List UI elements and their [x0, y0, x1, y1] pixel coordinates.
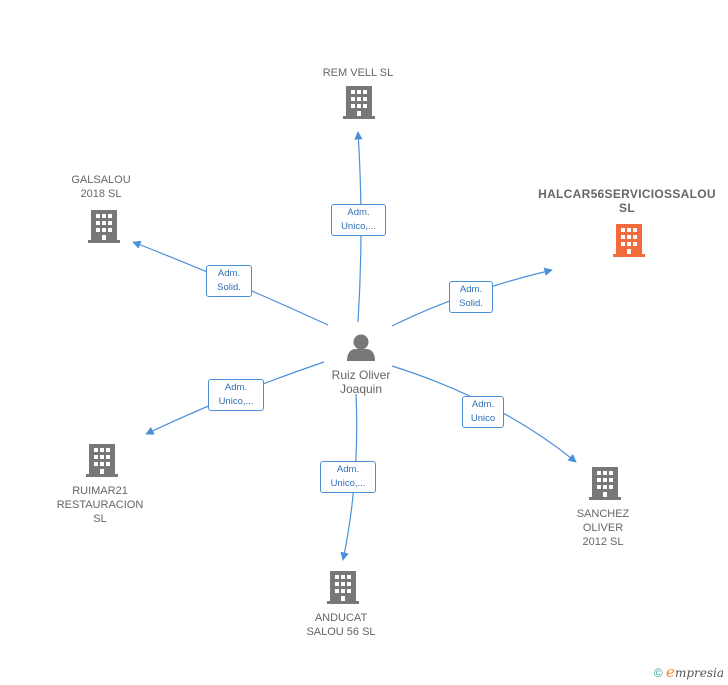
company-label-rem-vell[interactable]: REM VELL SL [322, 67, 394, 79]
building-icon[interactable] [613, 224, 645, 257]
relation-label-rem-vell[interactable]: Adm. Unico,... [331, 204, 386, 236]
copyright-credit[interactable]: © empresia [654, 663, 724, 681]
relation-label-anducat[interactable]: Adm. Unico,... [320, 461, 376, 493]
person-name[interactable]: Ruiz Oliver Joaquin [311, 368, 411, 396]
copyright-symbol: © [653, 666, 663, 680]
brand-logo: empresia [666, 663, 724, 681]
company-label-sanchez[interactable]: SANCHEZ OLIVER 2012 SL [576, 508, 630, 548]
company-label-galsalou[interactable]: GALSALOU 2018 SL [71, 174, 131, 200]
person-name-line1: Ruiz Oliver [331, 368, 391, 382]
company-label-ruimar[interactable]: RUIMAR21 RESTAURACION SL [56, 485, 144, 525]
building-icon[interactable] [589, 467, 621, 500]
building-icon[interactable] [327, 571, 359, 604]
person-icon [347, 334, 375, 361]
relation-label-ruimar[interactable]: Adm. Unico,... [208, 379, 264, 411]
building-icon[interactable] [86, 444, 118, 477]
relation-label-sanchez[interactable]: Adm. Unico [462, 396, 504, 428]
company-label-anducat[interactable]: ANDUCAT SALOU 56 SL [306, 612, 376, 638]
relation-label-galsalou[interactable]: Adm. Solid. [206, 265, 252, 297]
relation-label-halcar[interactable]: Adm. Solid. [449, 281, 493, 313]
building-icon[interactable] [88, 210, 120, 243]
building-icon[interactable] [343, 86, 375, 119]
company-label-halcar[interactable]: HALCAR56SERVICIOSSALOU SL [538, 187, 716, 215]
person-name-line2: Joaquin [339, 382, 383, 396]
